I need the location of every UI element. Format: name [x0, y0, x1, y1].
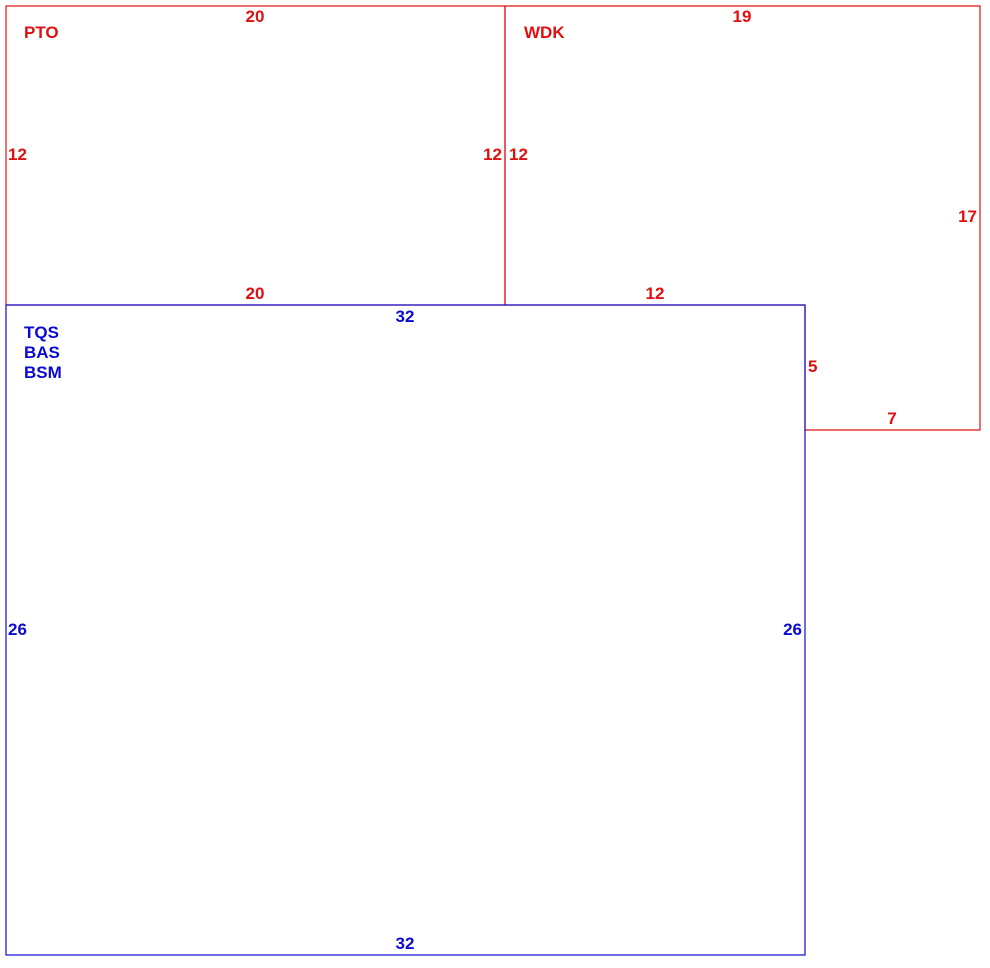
- area-wdk[interactable]: WDK 19 12 17 12 5 7: [504, 5, 981, 431]
- area-pto-dim-bottom: 20: [246, 284, 265, 303]
- area-wdk-dim-bottom: 12: [646, 284, 665, 303]
- area-pto-dim-top: 20: [246, 7, 265, 26]
- area-lower-label-1: TQS: [24, 323, 59, 342]
- area-pto-dim-right: 12: [483, 145, 502, 164]
- area-pto-outline: [5, 5, 506, 306]
- area-wdk-label: WDK: [524, 23, 565, 42]
- area-wdk-dim-notch-bottom: 7: [887, 409, 896, 428]
- area-pto-label: PTO: [24, 23, 59, 42]
- area-lower-label-2: BAS: [24, 343, 60, 362]
- area-pto[interactable]: PTO 20 12 12 20: [5, 5, 506, 306]
- area-wdk-dim-right: 17: [958, 207, 977, 226]
- area-lower-dim-right: 26: [783, 620, 802, 639]
- area-wdk-outline: [504, 5, 981, 431]
- area-lower[interactable]: TQS BAS BSM 32 26 26 32: [5, 304, 806, 956]
- area-wdk-dim-left: 12: [509, 145, 528, 164]
- area-lower-dim-top: 32: [396, 307, 415, 326]
- area-lower-dim-left: 26: [8, 620, 27, 639]
- area-wdk-dim-notch-side: 5: [808, 357, 817, 376]
- area-wdk-dim-top: 19: [733, 7, 752, 26]
- area-lower-outline: [5, 304, 806, 956]
- area-lower-dim-bottom: 32: [396, 934, 415, 953]
- area-pto-dim-left: 12: [8, 145, 27, 164]
- area-lower-label-3: BSM: [24, 363, 62, 382]
